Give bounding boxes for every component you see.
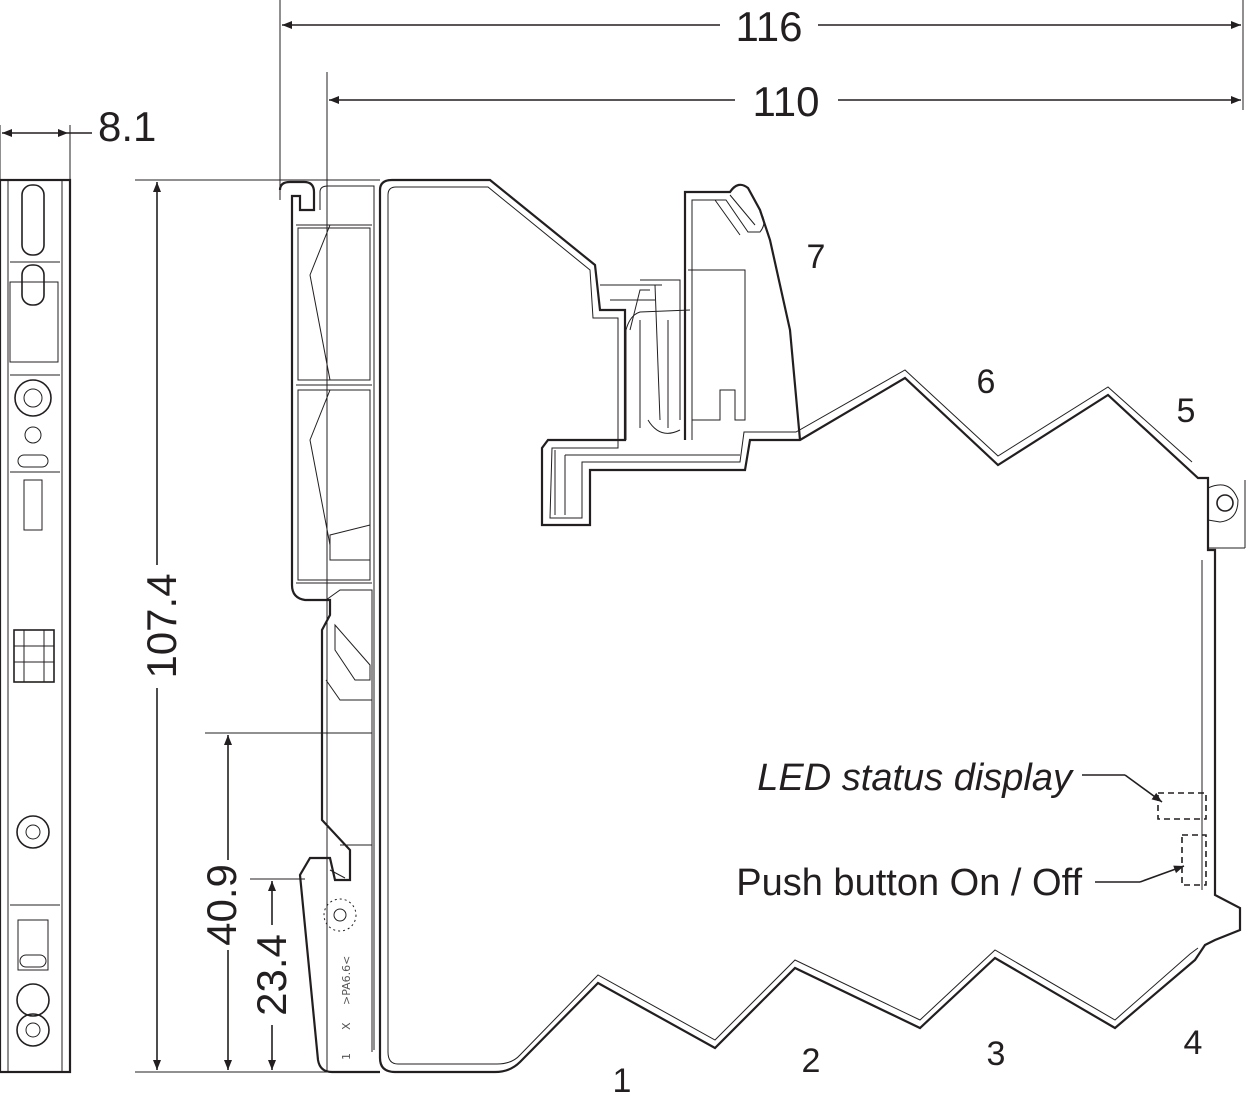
dim-lower-height: 40.9 (198, 864, 245, 946)
dim-base-length: 110 (753, 78, 820, 125)
marking-x: X (340, 1022, 353, 1030)
push-button-outline (1181, 834, 1207, 886)
callout-led-status: LED status display (757, 757, 1074, 799)
terminal-number-6: 6 (977, 363, 996, 401)
terminal-number-7: 7 (807, 238, 826, 276)
callout-leaders (1082, 774, 1185, 883)
marking-material: >PA6.6< (340, 956, 353, 1005)
dimension-lines (0, 0, 1244, 1073)
dim-overall-length: 116 (736, 3, 803, 50)
led-window-outline (1157, 792, 1207, 820)
front-view-housing (278, 178, 1246, 1074)
terminal-number-4: 4 (1184, 1024, 1203, 1062)
dim-width: 8.1 (98, 103, 156, 150)
side-view (0, 178, 72, 1074)
marking-one: 1 (340, 1053, 353, 1060)
housing-marking: >PA6.6< X 1 (323, 898, 357, 1060)
terminal-number-1: 1 (613, 1062, 632, 1094)
terminal-number-2: 2 (802, 1042, 821, 1080)
terminal-number-5: 5 (1177, 392, 1196, 430)
callout-push-button: Push button On / Off (736, 862, 1082, 904)
dim-height: 107.4 (138, 573, 185, 678)
dim-rail-height: 23.4 (248, 934, 295, 1016)
terminal-number-3: 3 (987, 1035, 1006, 1073)
